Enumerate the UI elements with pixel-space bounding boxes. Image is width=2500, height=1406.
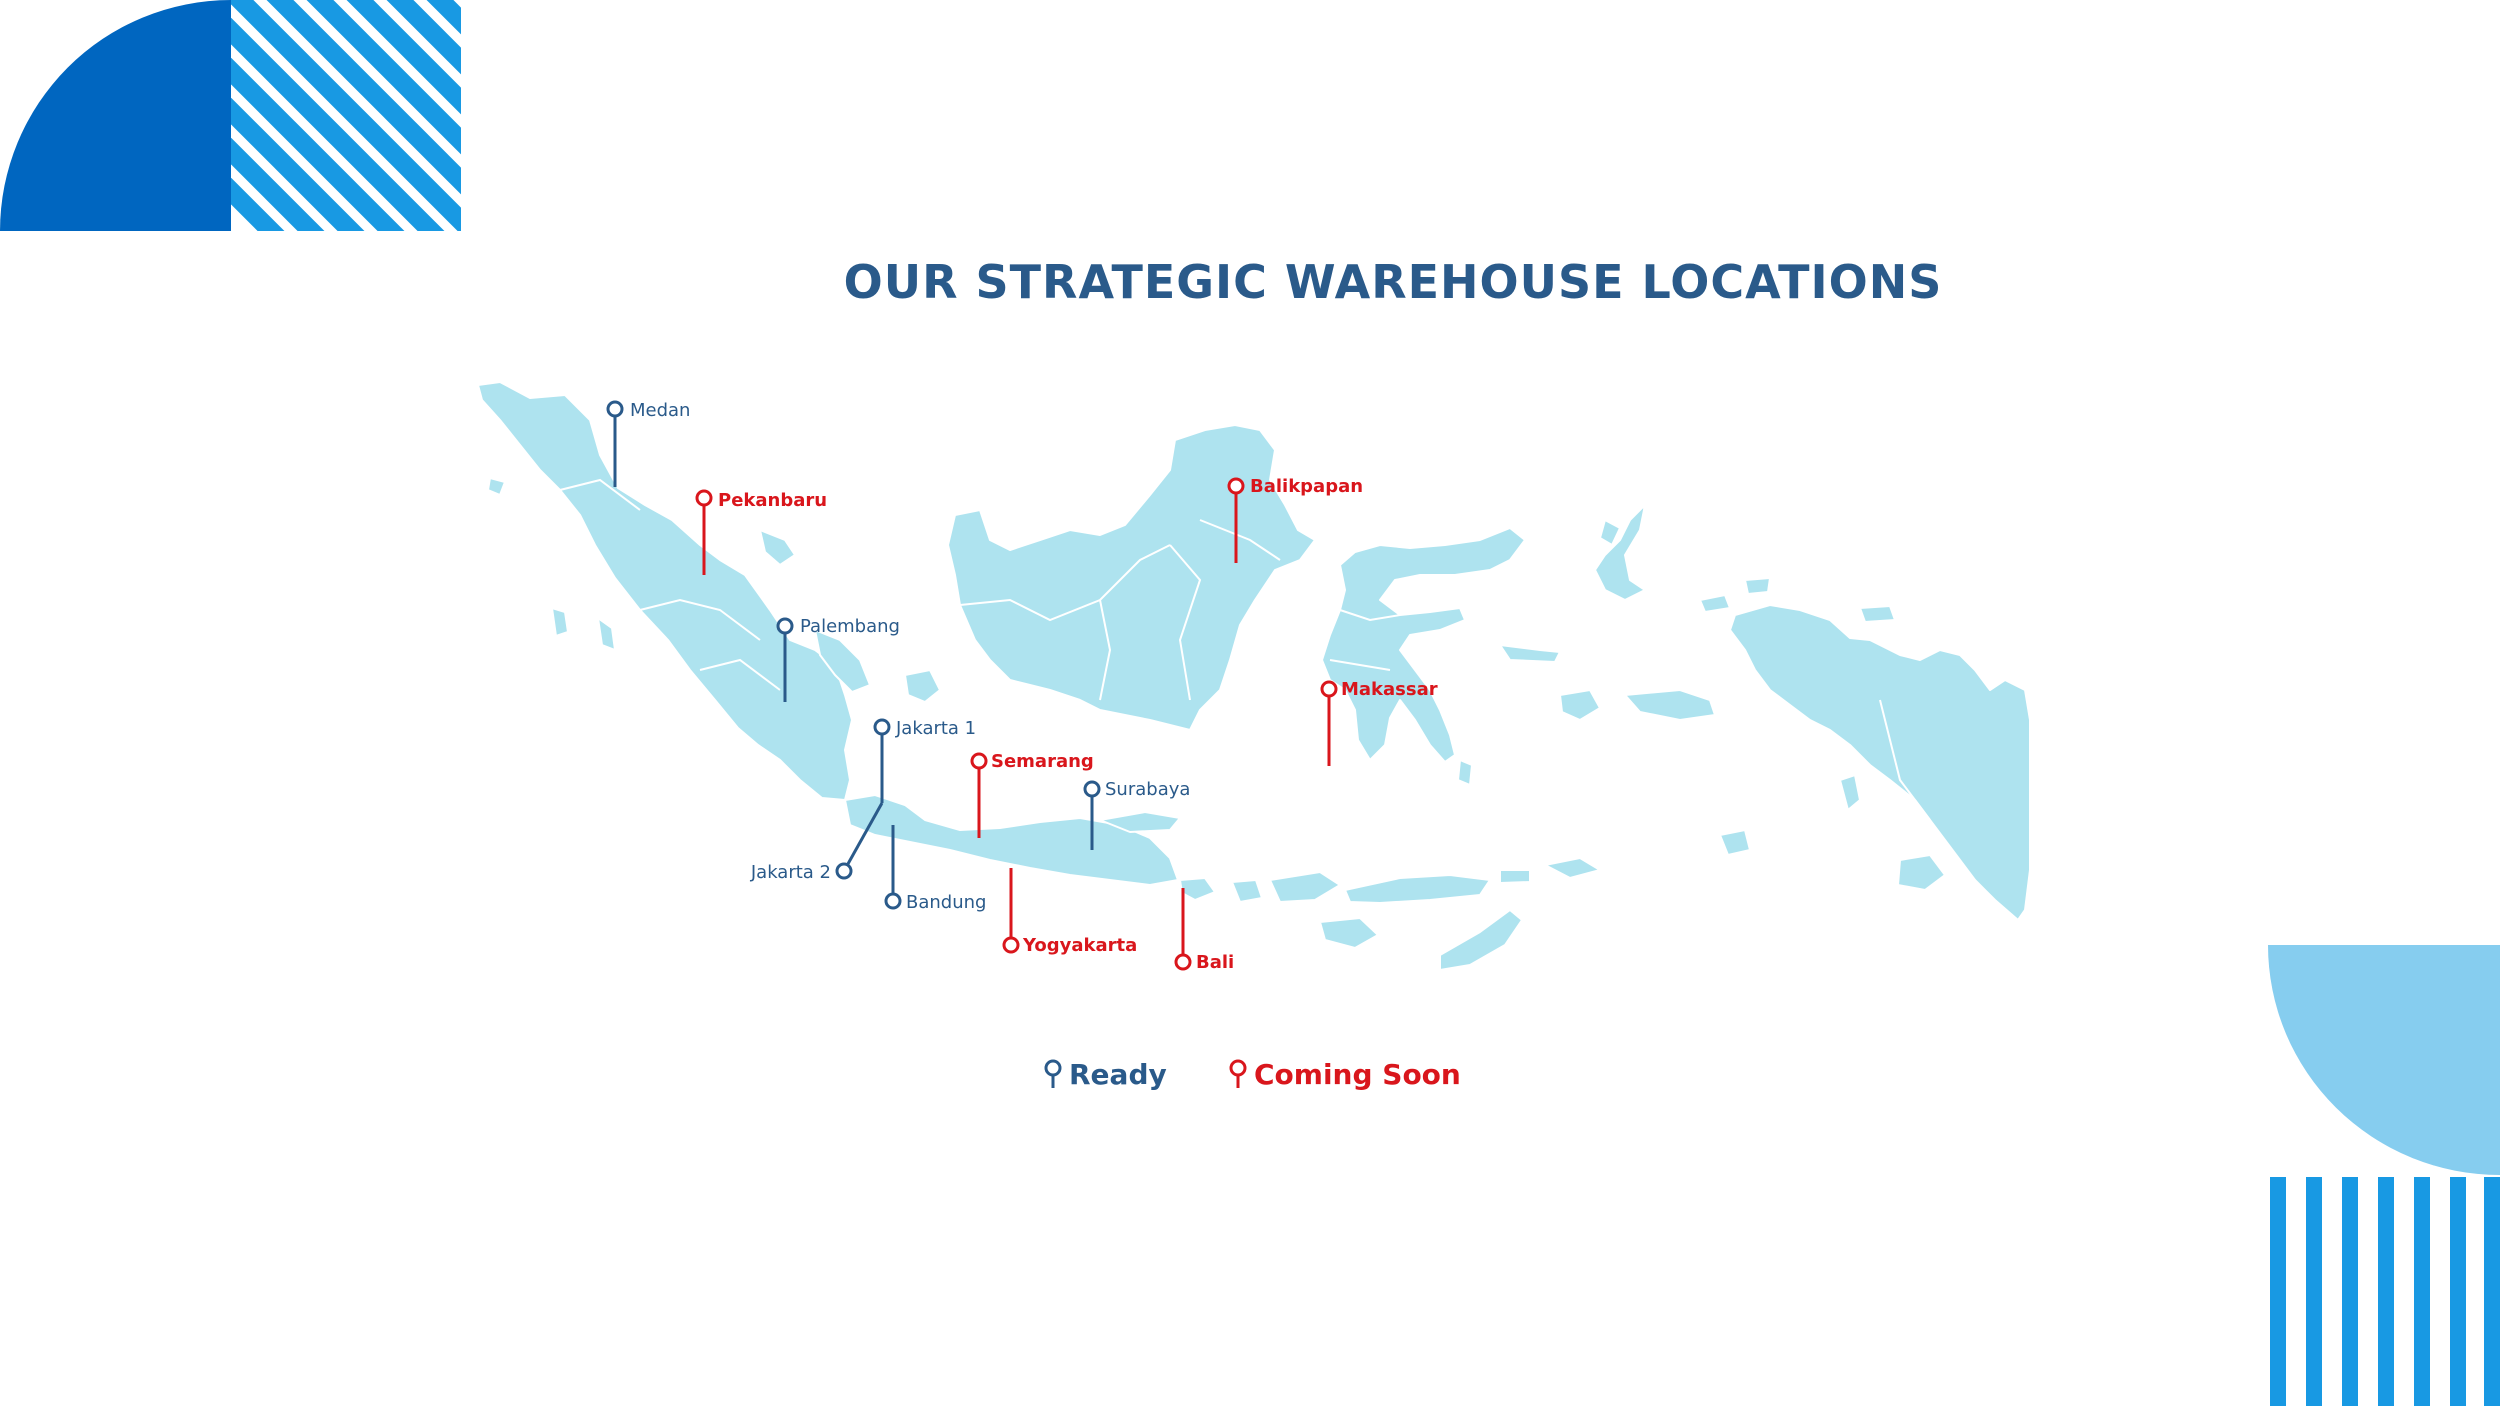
location-pin-icon xyxy=(695,489,713,507)
island-lombok xyxy=(1231,879,1263,903)
location-pin-icon xyxy=(884,892,902,910)
location-pin-icon xyxy=(835,862,853,880)
island-waigeo xyxy=(1744,577,1771,595)
island-timor xyxy=(1439,909,1523,971)
vertical-stripes-shape xyxy=(2270,1177,2500,1406)
pin-label-medan: Medan xyxy=(630,400,690,421)
island-halmahera xyxy=(1594,504,1646,601)
location-pin-icon xyxy=(1083,780,1101,798)
legend-ready: Ready xyxy=(1043,1054,1167,1094)
pin-stem xyxy=(842,802,884,872)
island-papua xyxy=(1729,604,2031,921)
location-pin-icon xyxy=(1174,953,1192,971)
pin-label-jakarta-2: Jakarta 2 xyxy=(750,862,831,883)
pin-label-makassar: Makassar xyxy=(1341,679,1438,700)
pin-bandung: Bandung xyxy=(884,825,986,913)
pin-label-yogyakarta: Yogyakarta xyxy=(1022,935,1137,956)
island-tanimbar xyxy=(1719,829,1751,856)
coming-soon-pin-icon xyxy=(1229,1059,1247,1088)
island-sulawesi xyxy=(1321,527,1526,763)
location-pin-icon xyxy=(606,400,624,418)
island-java xyxy=(844,794,1179,886)
light-quarter-circle-shape xyxy=(2268,945,2500,1175)
pin-jakarta-1: Jakarta 1 xyxy=(873,718,976,803)
bottom-right-decoration xyxy=(2268,945,2500,1406)
island-simeulue xyxy=(487,477,506,496)
pin-semarang: Semarang xyxy=(970,751,1094,838)
location-pin-icon xyxy=(776,617,794,635)
island-biak xyxy=(1859,605,1896,623)
island-alor xyxy=(1499,869,1531,884)
island-belitung xyxy=(904,669,941,703)
pin-label-pekanbaru: Pekanbaru xyxy=(718,490,827,511)
island-madura xyxy=(1099,811,1181,833)
island-sumba xyxy=(1319,917,1379,949)
island-aru xyxy=(1839,774,1861,811)
location-pin-icon xyxy=(1320,680,1338,698)
page-title: OUR STRATEGIC WAREHOUSE LOCATIONS xyxy=(843,255,1943,309)
location-pin-icon xyxy=(1227,477,1245,495)
land-masses xyxy=(477,381,2031,971)
island-nt-east xyxy=(1544,857,1601,879)
pin-balikpapan: Balikpapan xyxy=(1227,476,1363,563)
legend-coming-soon: Coming Soon xyxy=(1228,1054,1461,1094)
island-mentawai xyxy=(597,617,616,651)
quarter-circle-shape xyxy=(0,0,231,231)
island-raja-ampat xyxy=(1699,594,1731,613)
pin-label-palembang: Palembang xyxy=(800,616,900,637)
island-sumatra xyxy=(477,381,853,801)
island-sumbawa xyxy=(1269,871,1341,903)
location-pin-icon xyxy=(970,752,988,770)
island-nias xyxy=(551,607,569,637)
location-pin-icon xyxy=(873,718,891,736)
diagonal-stripes-shape xyxy=(231,0,461,231)
island-sula xyxy=(1499,644,1561,663)
pin-jakarta-2: Jakarta 2 xyxy=(750,802,884,883)
island-bali xyxy=(1179,877,1216,901)
island-sangihe xyxy=(1599,519,1621,546)
island-buru xyxy=(1559,689,1601,721)
pin-label-semarang: Semarang xyxy=(991,751,1094,772)
ready-pin-icon xyxy=(1044,1059,1062,1088)
pin-label-bandung: Bandung xyxy=(906,892,986,913)
pin-label-bali: Bali xyxy=(1196,952,1234,973)
pin-makassar: Makassar xyxy=(1320,679,1438,766)
island-buton xyxy=(1457,759,1473,786)
island-riau xyxy=(759,529,796,566)
legend-ready-label: Ready xyxy=(1069,1057,1167,1091)
location-pin-icon xyxy=(1002,936,1020,954)
pin-pekanbaru: Pekanbaru xyxy=(695,489,827,575)
pin-medan: Medan xyxy=(606,400,690,487)
province-borders xyxy=(559,478,1931,821)
island-flores xyxy=(1344,874,1491,904)
pin-yogyakarta: Yogyakarta xyxy=(1002,868,1137,956)
legend-coming-soon-label: Coming Soon xyxy=(1254,1057,1461,1091)
pin-label-jakarta-1: Jakarta 1 xyxy=(895,718,976,739)
island-seram xyxy=(1624,689,1716,721)
top-left-decoration xyxy=(0,0,461,231)
pin-palembang: Palembang xyxy=(776,616,900,702)
island-kalimantan xyxy=(947,424,1316,731)
pin-label-surabaya: Surabaya xyxy=(1105,779,1190,800)
island-bangka xyxy=(814,629,871,693)
pin-surabaya: Surabaya xyxy=(1083,779,1190,850)
pin-label-balikpapan: Balikpapan xyxy=(1250,476,1363,497)
pin-bali: Bali xyxy=(1174,888,1234,973)
island-papua-south xyxy=(1897,854,1946,891)
